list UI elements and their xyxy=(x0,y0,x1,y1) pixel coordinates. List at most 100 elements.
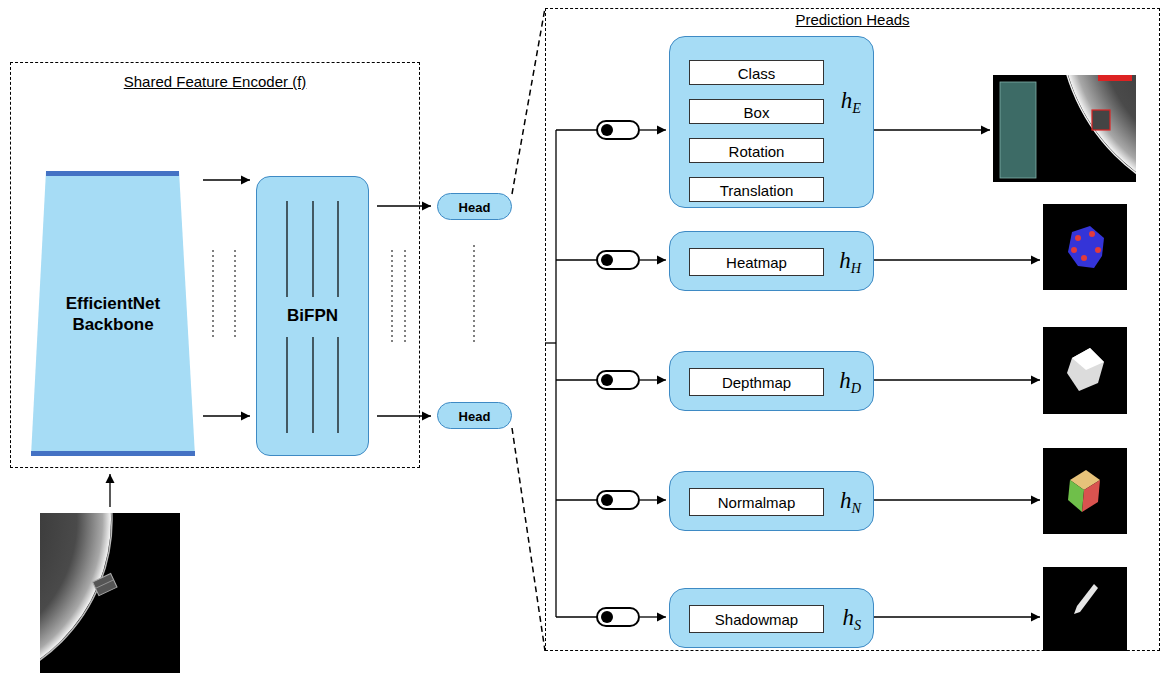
head-pill: Head xyxy=(437,193,512,220)
info-panel xyxy=(1000,82,1036,178)
bifpn-line xyxy=(286,201,287,297)
toggle-knob xyxy=(601,374,613,386)
task-box: Shadowmap xyxy=(689,605,824,633)
block-label: EfficientNet Backbone xyxy=(51,292,175,335)
connector-arrow xyxy=(203,179,250,180)
head-symbol: hS xyxy=(842,606,861,633)
dashed-group: ClassBoxRotationTranslation hE Heatmap hH De… xyxy=(545,8,1160,651)
zoom-line xyxy=(512,428,545,651)
shadow-image xyxy=(1043,567,1127,651)
task-label: Rotation xyxy=(729,142,785,159)
task-label: Heatmap xyxy=(726,254,787,271)
toggle-knob xyxy=(601,254,613,266)
prediction-head: Depthmap hD xyxy=(669,351,874,411)
bifpn-line xyxy=(312,337,313,433)
dotted-line xyxy=(392,250,393,345)
block-label: Head xyxy=(459,408,491,423)
head-symbol: hD xyxy=(839,369,861,396)
normal-face xyxy=(1082,480,1100,512)
dashed-group: EfficientNet Backbone BiFPN Shared Feature… xyxy=(10,62,420,468)
bus-line xyxy=(556,499,597,500)
arrow xyxy=(640,616,666,617)
shadow-shape xyxy=(1074,584,1098,614)
arrow xyxy=(640,379,666,380)
bifpn-line xyxy=(312,201,313,297)
connector-arrow xyxy=(377,205,431,206)
earth-limb xyxy=(1059,75,1136,182)
arrow xyxy=(874,616,1040,617)
trapezoid-bar xyxy=(31,451,195,456)
normal-image xyxy=(1043,448,1127,534)
earth xyxy=(1060,75,1136,182)
task-label: Shadowmap xyxy=(715,611,798,628)
bifpn-block: BiFPN xyxy=(256,176,369,456)
toggle-switch xyxy=(597,371,639,389)
arrow xyxy=(874,379,1040,380)
prediction-head: Heatmap hH xyxy=(669,231,874,291)
connector-arrow xyxy=(203,415,250,416)
block-label: BiFPN xyxy=(287,306,338,326)
prediction-head: Normalmap hN xyxy=(669,471,874,531)
task-label: Box xyxy=(744,103,770,120)
keypoint xyxy=(1081,255,1087,261)
keypoint xyxy=(1089,231,1095,237)
toggle-switch xyxy=(597,121,639,139)
zoom-line xyxy=(512,8,545,194)
task-box: Depthmap xyxy=(689,368,824,396)
group-title: Prediction Heads xyxy=(795,11,909,28)
arrow xyxy=(874,129,990,130)
bus-line xyxy=(556,616,597,617)
toggle-knob xyxy=(601,611,613,623)
arrow xyxy=(640,259,666,260)
block-label: Head xyxy=(459,199,491,214)
task-label: Normalmap xyxy=(718,494,796,511)
dotted-line xyxy=(405,250,406,345)
task-box: Rotation xyxy=(689,138,824,163)
prediction-head: Shadowmap hS xyxy=(669,588,874,648)
task-box: Heatmap xyxy=(689,248,824,276)
task-box: Normalmap xyxy=(689,488,824,516)
task-box: Box xyxy=(689,99,824,124)
bus-line xyxy=(556,379,597,380)
dotted-line xyxy=(213,250,214,340)
toggle-knob xyxy=(601,124,613,136)
trapezoid-fill xyxy=(31,171,195,456)
task-box: Translation xyxy=(689,177,824,202)
bus-line xyxy=(556,129,597,130)
trapezoid-bar xyxy=(46,171,179,176)
input-arrow xyxy=(109,474,110,507)
task-label: Translation xyxy=(720,181,794,198)
depth-image xyxy=(1043,327,1127,414)
keypoint xyxy=(1095,247,1101,253)
head-symbol: hH xyxy=(839,249,861,276)
normal-face xyxy=(1068,480,1084,512)
head-pill: Head xyxy=(437,402,512,429)
prediction-head: ClassBoxRotationTranslation hE xyxy=(669,36,874,208)
input-image xyxy=(40,513,180,673)
depth-shape xyxy=(1067,348,1104,391)
heatmap-blob xyxy=(1068,226,1104,268)
label-bar xyxy=(1098,75,1132,81)
toggle-switch xyxy=(597,491,639,509)
arrow xyxy=(640,499,666,500)
bifpn-line xyxy=(337,337,338,433)
keypoint xyxy=(1071,247,1077,253)
task-box: Class xyxy=(689,60,824,85)
bus-line xyxy=(545,342,556,343)
head-symbol: hN xyxy=(840,489,861,516)
connector-arrow xyxy=(377,415,431,416)
satellite xyxy=(93,574,117,596)
toggle-switch xyxy=(597,608,639,626)
satellite-body xyxy=(93,574,117,596)
bifpn-line xyxy=(286,337,287,433)
bifpn-line xyxy=(337,201,338,297)
dotted-line xyxy=(235,250,236,340)
satellite-panel xyxy=(96,580,114,588)
group-title: Shared Feature Encoder (f) xyxy=(124,73,307,90)
bounding-box xyxy=(1092,110,1110,130)
task-label: Class xyxy=(738,64,776,81)
depth-shape xyxy=(1072,348,1104,370)
dotted-line xyxy=(474,245,475,345)
head-symbol: hE xyxy=(841,89,861,116)
